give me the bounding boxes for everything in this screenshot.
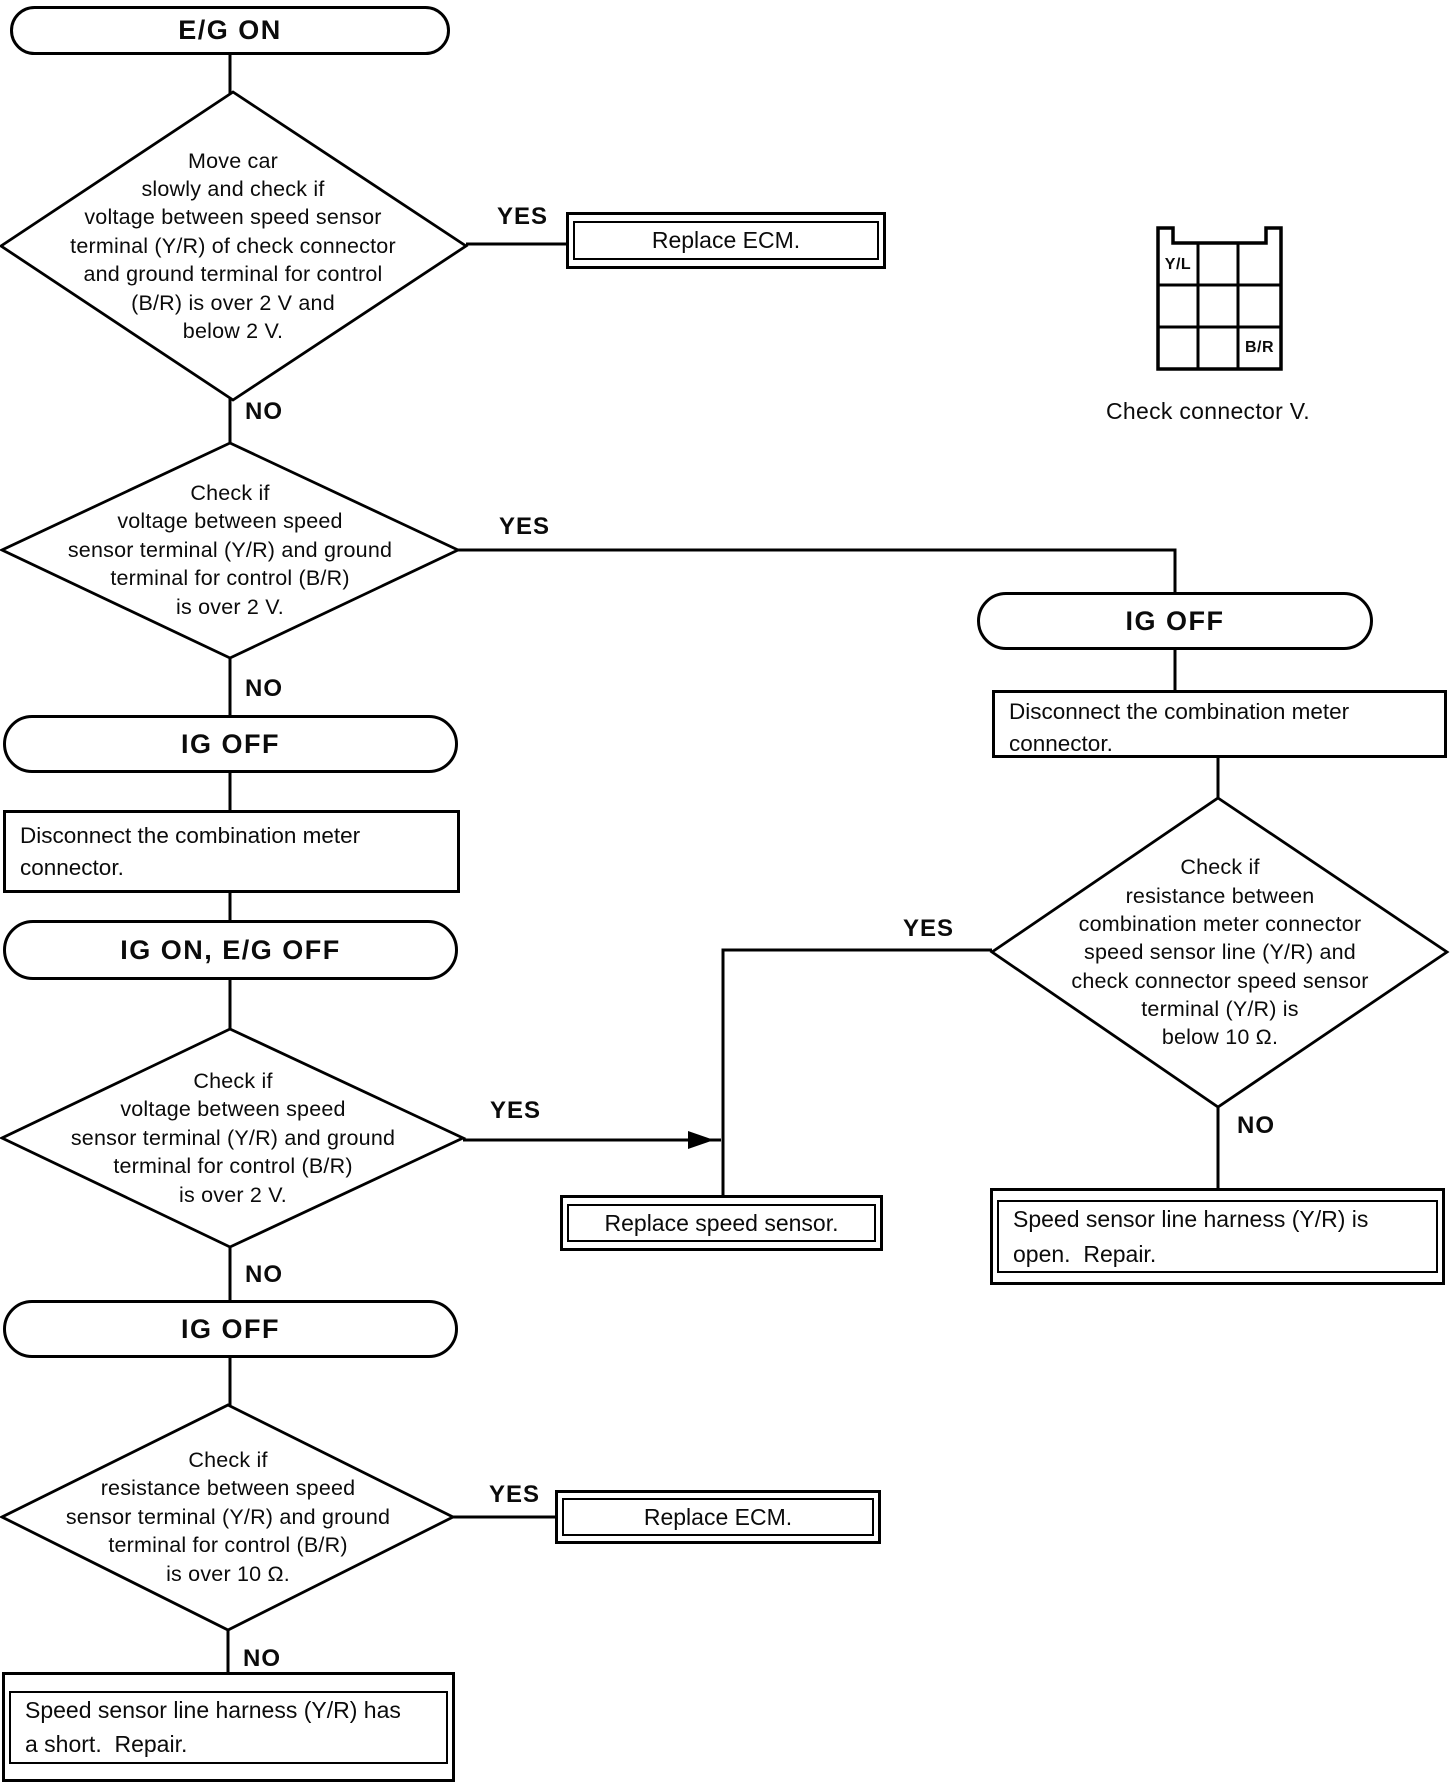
decision-2-label: Check if voltage between speed sensor te… — [10, 450, 450, 650]
decision-4-text: Check if resistance between speed sensor… — [65, 1448, 391, 1586]
terminal-ig-off-1-label: IG OFF — [181, 728, 280, 759]
decision-5-text: Check if resistance between combination … — [1071, 855, 1369, 1050]
action-harness-short-inner: Speed sensor line harness (Y/R) has a sh… — [9, 1690, 448, 1764]
check-connector-diagram — [1156, 226, 1283, 371]
terminal-ig-off-2: IG OFF — [3, 1300, 458, 1358]
action-replace-speed-sensor-inner: Replace speed sensor. — [567, 1203, 876, 1243]
label-d3-yes: YES — [490, 1097, 542, 1124]
decision-4-label: Check if resistance between speed sensor… — [8, 1412, 448, 1622]
decision-1-label: Move car slowly and check if voltage bet… — [10, 100, 456, 392]
action-replace-ecm-bottom-inner: Replace ECM. — [562, 1497, 874, 1537]
action-replace-ecm-top-label: Replace ECM. — [651, 227, 801, 254]
yes-arrowhead-icon — [688, 1131, 714, 1149]
decision-1-text: Move car slowly and check if voltage bet… — [70, 148, 396, 343]
action-replace-ecm-bottom-label: Replace ECM. — [643, 1503, 793, 1530]
edge-d2-yes — [458, 548, 1177, 595]
terminal-eg-on: E/G ON — [10, 6, 450, 55]
decision-3-shape — [0, 1027, 467, 1249]
action-replace-ecm-top-inner: Replace ECM. — [573, 221, 879, 260]
process-disconnect-meter-right-text: Disconnect the combination meter connect… — [1009, 699, 1350, 756]
terminal-ig-off-right-label: IG OFF — [1125, 605, 1225, 636]
terminal-ig-on-eg-off: IG ON, E/G OFF — [3, 920, 458, 980]
process-disconnect-meter-left-text: Disconnect the combination meter connect… — [20, 823, 361, 880]
process-disconnect-meter-left: Disconnect the combination meter connect… — [3, 810, 460, 893]
decision-4-shape — [0, 1403, 457, 1632]
label-d2-yes: YES — [499, 513, 551, 540]
action-replace-speed-sensor: Replace speed sensor. — [560, 1195, 883, 1251]
decision-2-text: Check if voltage between speed sensor te… — [67, 481, 393, 619]
action-replace-ecm-top: Replace ECM. — [566, 212, 886, 269]
label-d5-yes: YES — [903, 915, 955, 942]
decision-3-text: Check if voltage between speed sensor te… — [70, 1069, 396, 1207]
decision-3-label: Check if voltage between speed sensor te… — [10, 1036, 456, 1240]
terminal-ig-off-1: IG OFF — [3, 715, 458, 773]
terminal-ig-on-eg-off-label: IG ON, E/G OFF — [120, 934, 341, 965]
terminal-eg-on-label: E/G ON — [178, 15, 282, 45]
action-harness-short: Speed sensor line harness (Y/R) has a sh… — [2, 1672, 455, 1782]
edge-d5-yes — [721, 948, 992, 1198]
action-harness-open-inner: Speed sensor line harness (Y/R) is open.… — [997, 1200, 1438, 1273]
connector-outline — [1156, 226, 1283, 371]
decision-5-label: Check if resistance between combination … — [1000, 805, 1440, 1100]
connector-pin-yl: Y/L — [1164, 256, 1192, 273]
label-d1-no: NO — [245, 398, 283, 425]
label-d1-yes: YES — [497, 203, 549, 230]
action-harness-open-text: Speed sensor line harness (Y/R) is open.… — [1013, 1206, 1369, 1267]
process-disconnect-meter-right: Disconnect the combination meter connect… — [992, 690, 1447, 758]
label-d2-no: NO — [245, 675, 283, 702]
label-d5-no: NO — [1237, 1112, 1275, 1139]
label-d4-no: NO — [243, 1645, 281, 1672]
label-d3-no: NO — [245, 1261, 283, 1288]
decision-1-shape — [0, 90, 469, 402]
decision-5-shape — [989, 796, 1450, 1109]
action-replace-speed-sensor-label: Replace speed sensor. — [604, 1209, 839, 1236]
terminal-ig-off-right: IG OFF — [977, 592, 1373, 650]
connector-pin-br: B/R — [1244, 339, 1275, 356]
decision-2-shape — [0, 441, 462, 660]
action-harness-open: Speed sensor line harness (Y/R) is open.… — [990, 1188, 1445, 1285]
action-replace-ecm-bottom: Replace ECM. — [555, 1490, 881, 1544]
connector-caption: Check connector V. — [1106, 398, 1310, 424]
terminal-ig-off-2-label: IG OFF — [181, 1313, 280, 1344]
connector-grid — [1158, 243, 1281, 369]
action-harness-short-text: Speed sensor line harness (Y/R) has a sh… — [25, 1696, 401, 1758]
label-d4-yes: YES — [489, 1481, 541, 1508]
